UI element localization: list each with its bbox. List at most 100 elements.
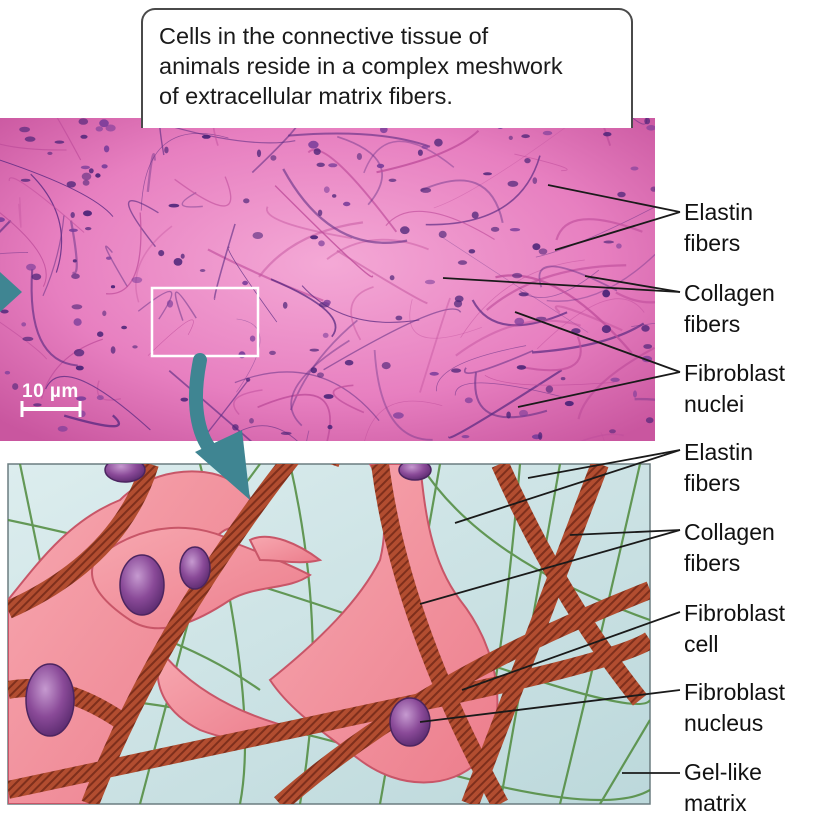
- micrograph-nucleus: [514, 318, 524, 326]
- label-collagen-fibers-illustration: Collagen fibers: [684, 517, 775, 579]
- micrograph-nucleus: [95, 173, 100, 177]
- micrograph-nucleus: [510, 228, 520, 231]
- micrograph-fiber: [654, 104, 776, 190]
- micrograph-nucleus: [174, 258, 183, 266]
- micrograph-nucleus: [377, 164, 384, 168]
- micrograph-nucleus: [55, 141, 65, 144]
- micrograph-nucleus: [451, 368, 461, 372]
- micrograph-nucleus: [71, 273, 80, 279]
- micrograph-nucleus: [25, 136, 36, 141]
- micrograph-nucleus: [96, 126, 103, 131]
- micrograph-nucleus: [646, 417, 654, 423]
- micrograph-nucleus: [164, 147, 168, 154]
- micrograph-nucleus: [602, 325, 611, 333]
- micrograph-nucleus: [418, 150, 423, 156]
- label-line: cell: [684, 629, 785, 660]
- micrograph-nucleus: [58, 426, 68, 432]
- micrograph-nucleus: [132, 277, 143, 283]
- label-fibroblast-nuclei-micrograph: Fibroblast nuclei: [684, 358, 785, 420]
- label-elastin-fibers-micrograph: Elastin fibers: [684, 197, 753, 259]
- micrograph-nucleus: [603, 241, 614, 244]
- micrograph-nucleus: [89, 168, 94, 173]
- micrograph-nucleus: [538, 432, 542, 440]
- micrograph-nucleus: [396, 316, 403, 321]
- micrograph-nucleus: [69, 229, 78, 232]
- micrograph-nucleus: [314, 148, 321, 155]
- micrograph-nucleus: [252, 232, 263, 239]
- micrograph-nucleus: [561, 377, 566, 380]
- micrograph-nucleus: [317, 372, 324, 377]
- micrograph-nucleus: [102, 164, 108, 168]
- micrograph-nucleus: [106, 257, 112, 260]
- micrograph-nucleus: [246, 378, 250, 382]
- micrograph-nucleus: [430, 372, 439, 376]
- label-line: Fibroblast: [684, 598, 785, 629]
- micrograph-nucleus: [332, 194, 336, 198]
- micrograph-nucleus: [85, 227, 91, 230]
- micrograph-nucleus: [644, 118, 650, 125]
- micrograph-nucleus: [472, 212, 479, 219]
- label-line: matrix: [684, 788, 762, 819]
- micrograph-nucleus: [132, 345, 137, 348]
- label-elastin-fibers-illustration: Elastin fibers: [684, 437, 753, 499]
- micrograph-nucleus: [509, 136, 513, 140]
- micrograph-nucleus: [97, 331, 103, 337]
- label-line: fibers: [684, 548, 775, 579]
- micrograph-nucleus: [483, 172, 492, 175]
- micrograph-nucleus: [532, 243, 540, 250]
- micrograph-nucleus: [543, 131, 552, 135]
- label-line: Collagen: [684, 517, 775, 548]
- fibroblast-nucleus: [399, 460, 431, 480]
- label-line: Collagen: [684, 278, 775, 309]
- micrograph-nucleus: [420, 188, 431, 193]
- micrograph-nucleus: [80, 135, 87, 139]
- micrograph-nucleus: [21, 322, 26, 326]
- micrograph-nucleus: [76, 366, 84, 371]
- label-collagen-fibers-micrograph: Collagen fibers: [684, 278, 775, 340]
- micrograph-nucleus: [343, 202, 350, 206]
- micrograph-nucleus: [5, 371, 10, 375]
- label-line: fibers: [684, 309, 775, 340]
- micrograph-nucleus: [390, 275, 395, 280]
- micrograph-nucleus: [83, 180, 90, 186]
- micrograph-nucleus: [610, 378, 619, 382]
- micrograph-nucleus: [47, 152, 52, 155]
- micrograph-nucleus: [310, 235, 318, 239]
- micrograph-nucleus: [324, 186, 330, 193]
- micrograph-nucleus: [26, 264, 36, 271]
- micrograph-nucleus: [546, 386, 553, 393]
- micrograph-nucleus: [83, 210, 92, 216]
- micrograph-nucleus: [512, 273, 522, 278]
- micrograph-nucleus: [32, 274, 42, 281]
- micrograph-nucleus: [491, 227, 499, 232]
- micrograph-nucleus: [517, 365, 526, 370]
- micrograph-nucleus: [425, 280, 435, 285]
- micrograph-nucleus: [111, 285, 115, 288]
- label-line: Gel-like: [684, 757, 762, 788]
- micrograph-nucleus: [631, 167, 639, 171]
- micrograph-nucleus: [111, 346, 116, 354]
- micrograph-nucleus: [249, 418, 254, 424]
- micrograph-nucleus: [242, 281, 248, 285]
- label-fibroblast-nucleus: Fibroblast nucleus: [684, 677, 785, 739]
- micrograph-nucleus: [202, 135, 211, 139]
- micrograph-nucleus: [434, 139, 443, 147]
- micrograph-nucleus: [539, 248, 548, 254]
- caption-line: of extracellular matrix fibers.: [159, 81, 631, 111]
- label-fibroblast-cell: Fibroblast cell: [684, 598, 785, 660]
- label-line: Elastin: [684, 437, 753, 468]
- micrograph-nucleus: [158, 250, 164, 256]
- micrograph-nucleus: [651, 187, 658, 192]
- micrograph-nucleus: [232, 424, 239, 430]
- micrograph-nucleus: [454, 300, 462, 307]
- micrograph-nucleus: [67, 181, 76, 187]
- micrograph-nucleus: [641, 325, 649, 332]
- fibroblast-nucleus: [120, 555, 164, 615]
- micrograph-nucleus: [169, 204, 180, 208]
- micrograph-nucleus: [308, 141, 318, 149]
- fibroblast-nucleus: [26, 664, 74, 736]
- micrograph-nucleus: [311, 367, 317, 373]
- micrograph-nucleus: [617, 192, 625, 198]
- micrograph-nucleus: [389, 179, 397, 182]
